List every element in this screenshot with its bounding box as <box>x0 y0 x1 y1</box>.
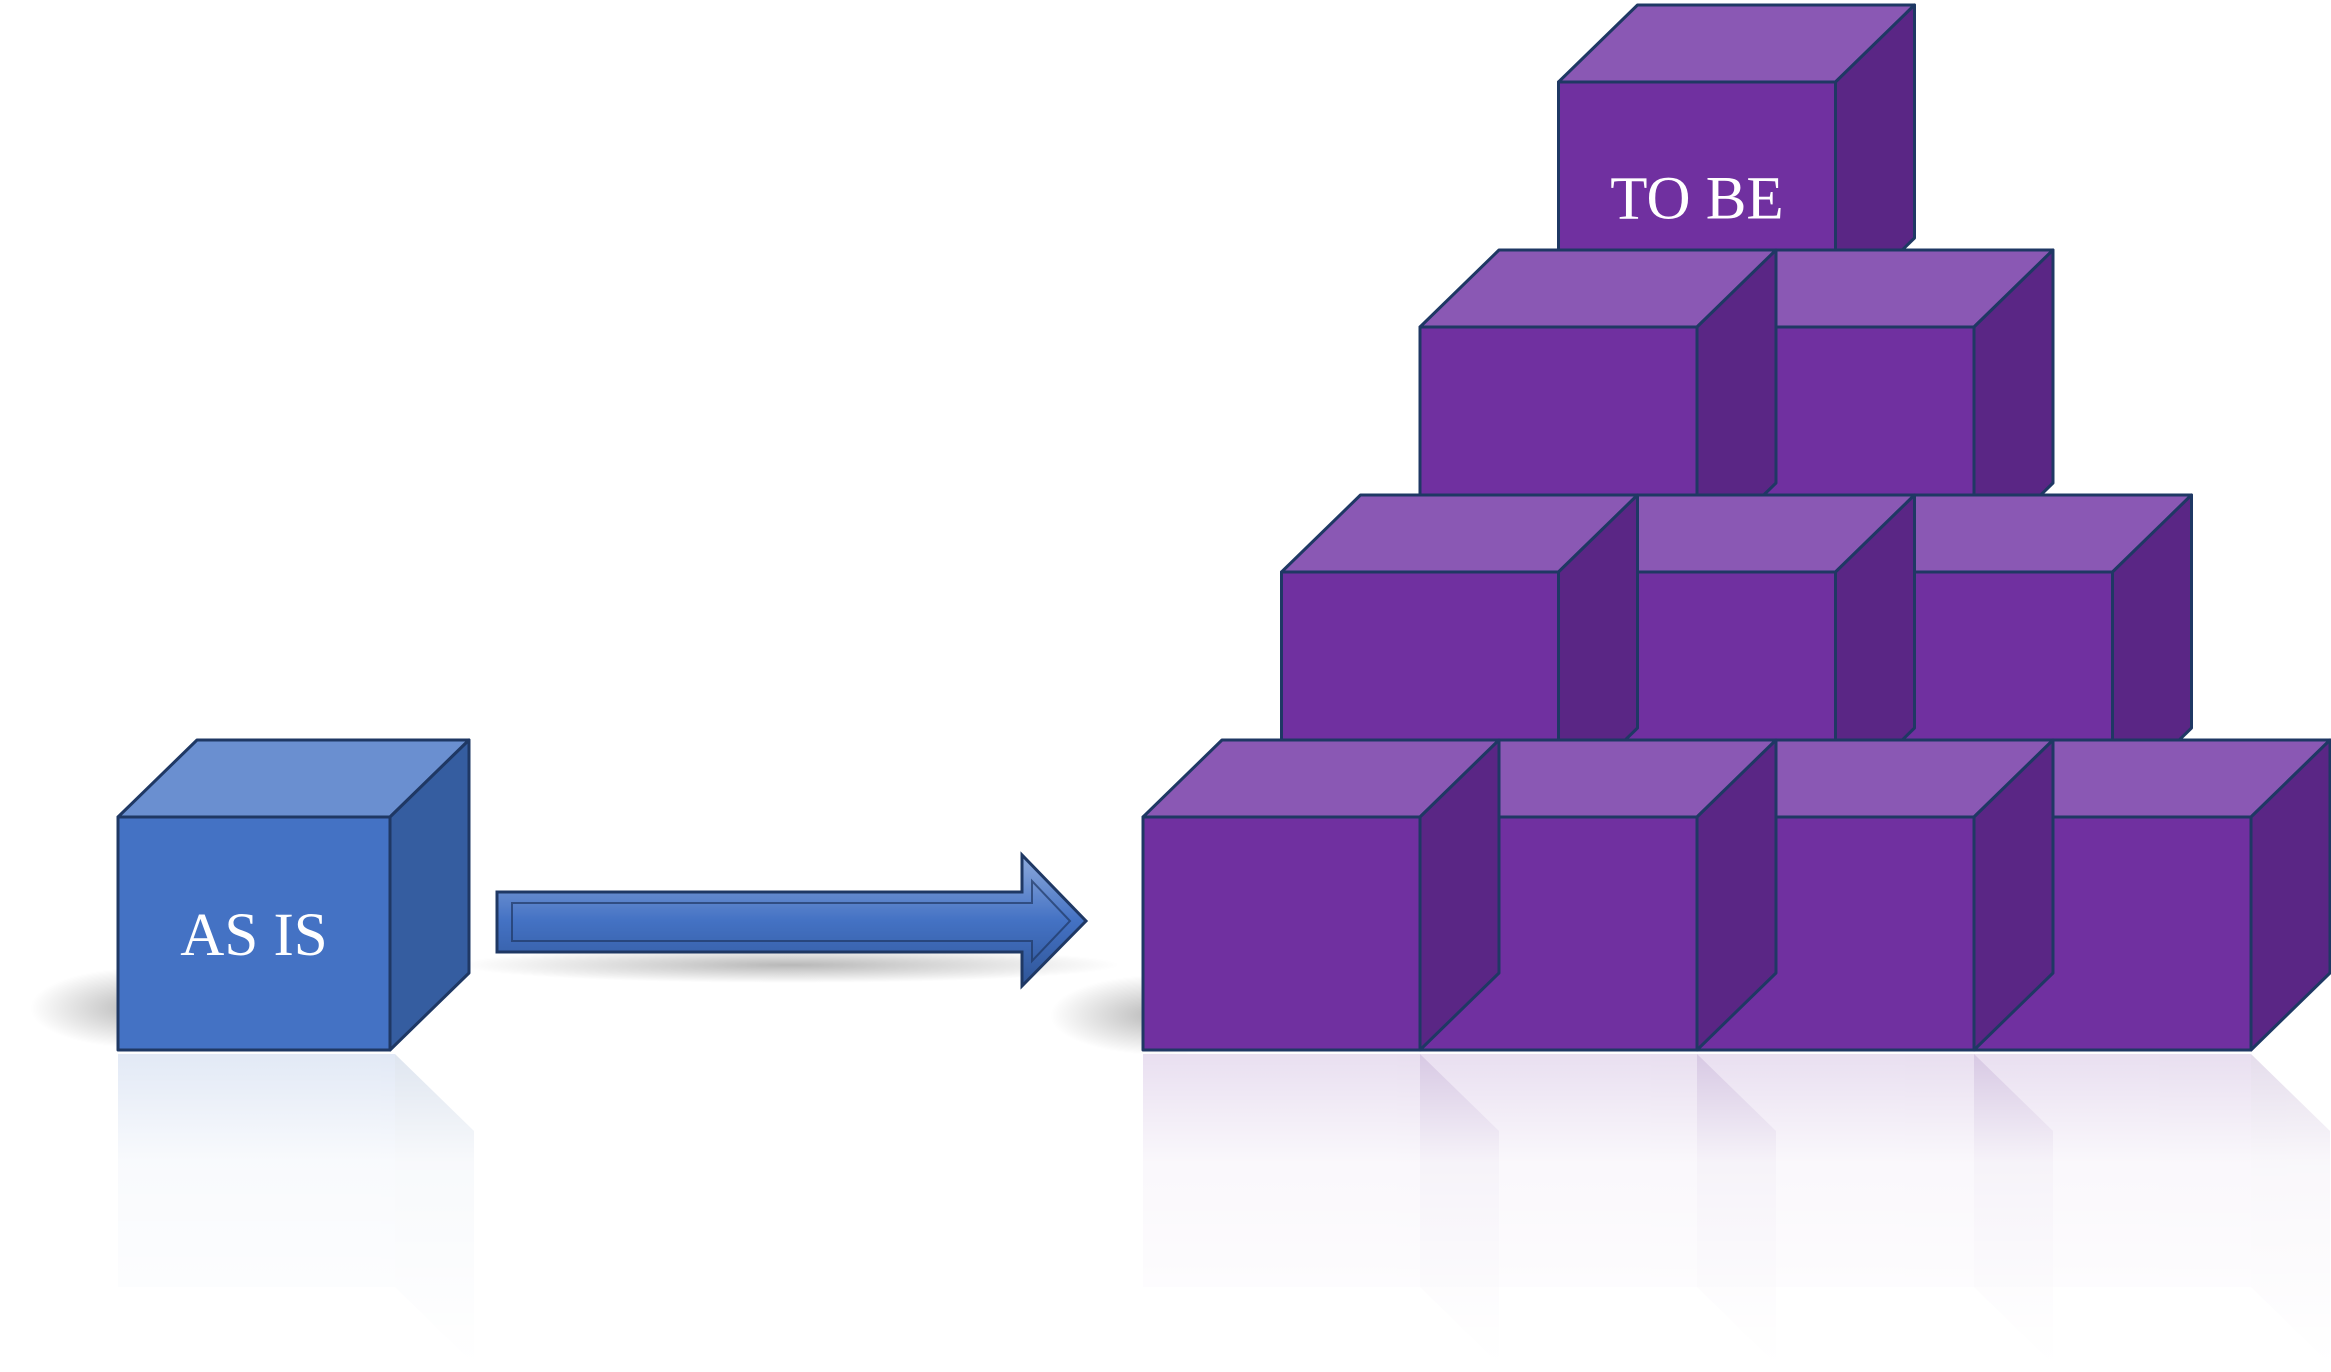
arrow-bevel <box>511 878 1072 964</box>
to-be-label: TO BE <box>1610 166 1783 233</box>
right-arrow-icon <box>495 851 1089 990</box>
as-is-cube-front <box>116 815 392 1052</box>
to-be-cube <box>1141 738 1501 1052</box>
arrow-shadow <box>460 947 1120 983</box>
to-be-cube-front <box>1141 815 1422 1052</box>
as-is-label: AS IS <box>180 902 327 969</box>
to-be-pyramid <box>1141 3 2331 1052</box>
reflection-fade <box>0 1052 2331 1367</box>
as-is-cube: AS IS <box>116 738 471 1052</box>
transition-arrow <box>495 851 1089 990</box>
